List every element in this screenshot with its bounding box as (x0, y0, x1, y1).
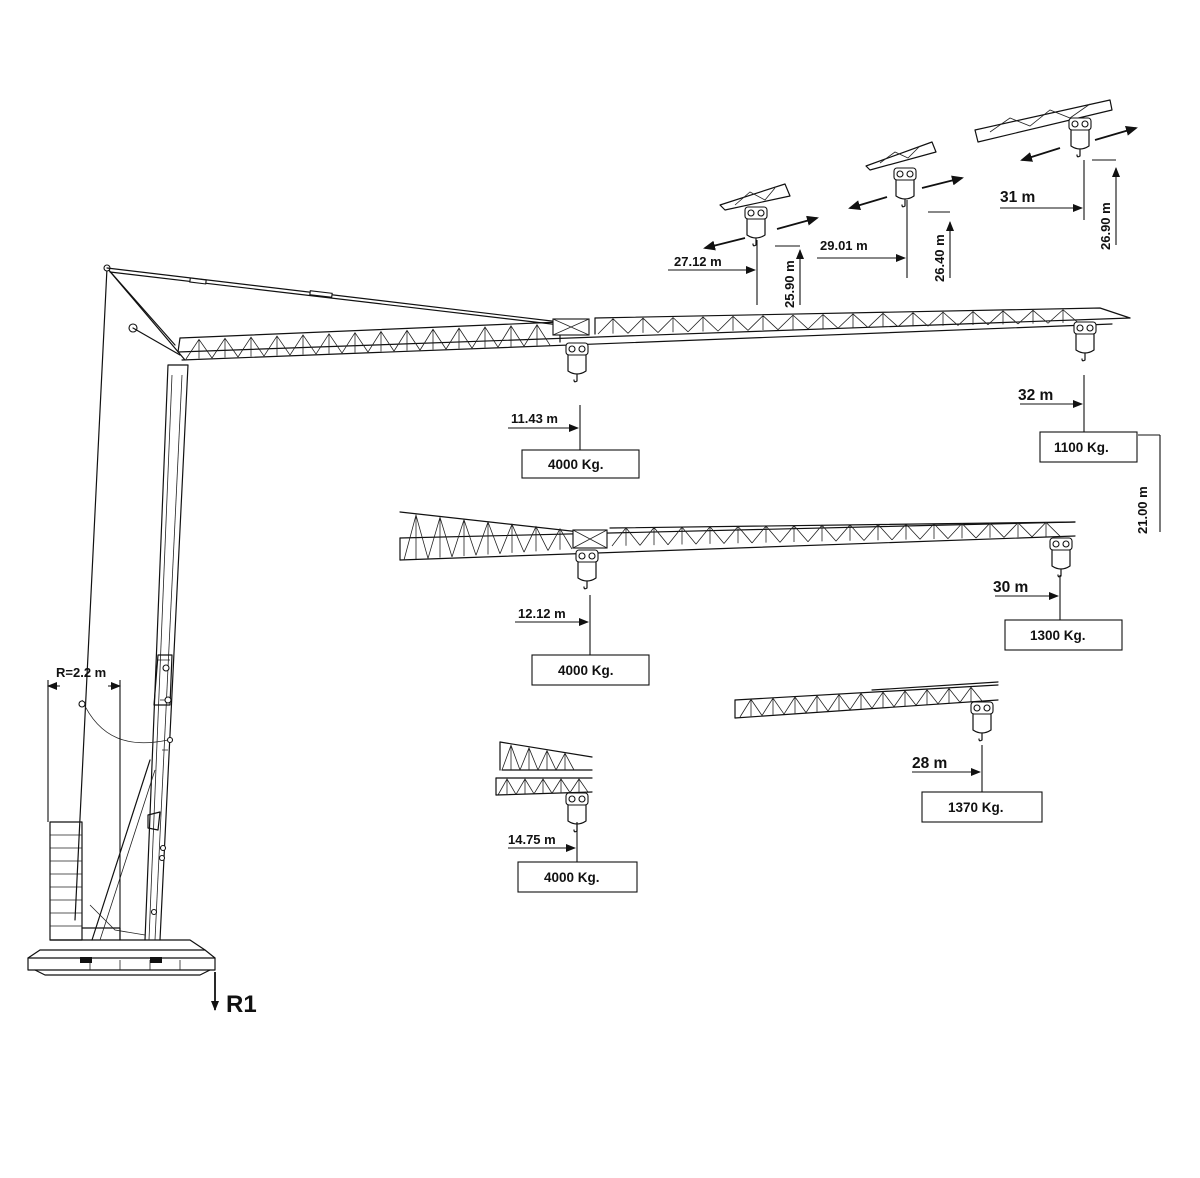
middle-tip-radius: 30 m (993, 579, 1028, 596)
middle-inner-load: 4000 Kg. (558, 663, 614, 678)
short-jib-load: 1370 Kg. (948, 800, 1004, 815)
hook-block (1049, 537, 1073, 578)
inclined-2-height: 26.40 m (932, 234, 947, 282)
lattice-web (597, 309, 1079, 335)
hook-block (565, 342, 589, 383)
inclined-1-radius: 27.12 m (674, 254, 722, 269)
load-boxes (517, 431, 1138, 893)
hook-block (970, 701, 994, 742)
upper-inner-load: 4000 Kg. (548, 457, 604, 472)
hook-block (744, 206, 768, 247)
main-jib-horizontal (177, 307, 1131, 361)
hook-block (1073, 321, 1097, 362)
lattice-web (497, 778, 589, 796)
reaction-label: R1 (226, 991, 257, 1018)
lattice-web (739, 686, 983, 718)
inclined-1-height: 25.90 m (782, 260, 797, 308)
height-label: 21.00 m (1135, 486, 1150, 534)
radius-label: R=2.2 m (56, 665, 106, 680)
folded-jib (495, 741, 593, 796)
main-jib-short-horizontal (399, 511, 1076, 561)
short-jib (734, 681, 999, 719)
upper-tip-load: 1100 Kg. (1054, 440, 1109, 455)
inclined-2-radius: 29.01 m (820, 238, 868, 253)
crane-tower (74, 264, 189, 941)
lattice-web (403, 513, 573, 561)
inclined-3-radius: 31 m (1000, 189, 1035, 206)
inclined-jib-3 (974, 99, 1113, 143)
inclined-jib-2 (865, 141, 937, 171)
inclined-3-height: 26.90 m (1098, 202, 1113, 250)
lattice-web (185, 324, 551, 360)
folded-jib-load: 4000 Kg. (544, 870, 600, 885)
crane-base (27, 821, 216, 976)
middle-inner-radius: 12.12 m (518, 606, 566, 621)
lattice-web (611, 521, 1061, 547)
upper-tip-radius: 32 m (1018, 387, 1053, 404)
lattice-web (501, 744, 575, 771)
jib-tie-rod (106, 267, 561, 326)
travel-arrows (703, 126, 1138, 251)
folded-jib-radius: 14.75 m (508, 832, 556, 847)
middle-tip-load: 1300 Kg. (1030, 628, 1086, 643)
hook-block (1068, 117, 1092, 158)
upper-inner-radius: 11.43 m (511, 411, 558, 426)
inclined-jib-1 (719, 183, 791, 211)
hook-block (893, 167, 917, 208)
hook-block (565, 792, 589, 833)
hook-block (575, 549, 599, 590)
trolley-hooks (565, 117, 1097, 833)
short-jib-radius: 28 m (912, 755, 947, 772)
dimension-lines (47, 159, 1161, 1011)
